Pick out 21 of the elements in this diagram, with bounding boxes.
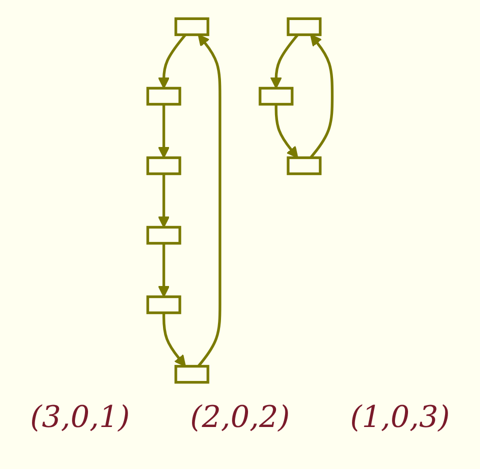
arrow <box>162 312 186 367</box>
arrow <box>158 104 170 158</box>
arrow <box>197 34 222 368</box>
coordinate-label: (1,0,3) <box>350 400 450 435</box>
coordinate-label: (3,0,1) <box>30 400 130 435</box>
arrow <box>274 104 298 158</box>
arrow <box>158 34 186 89</box>
node-box <box>146 226 182 245</box>
coordinate-label: (2,0,2) <box>190 400 290 435</box>
arrow <box>270 34 299 89</box>
node-box <box>174 17 210 36</box>
node-box <box>174 364 210 384</box>
node-box <box>146 86 182 106</box>
arrow <box>158 174 170 228</box>
node-box <box>146 156 182 176</box>
node-box <box>146 295 182 314</box>
node-box <box>286 156 322 176</box>
node-box <box>258 86 294 106</box>
arrow <box>310 34 334 159</box>
arrow <box>158 243 170 298</box>
node-box <box>286 17 322 36</box>
